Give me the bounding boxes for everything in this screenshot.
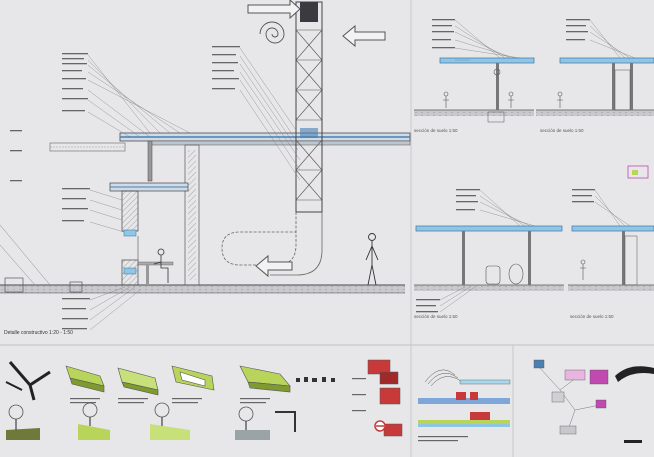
no-entry-icon [374, 420, 386, 432]
arrow-right-icon [247, 0, 301, 20]
arrow-left-icon [342, 24, 386, 48]
section-caption-2: sección de suelo 1:50 [540, 128, 584, 133]
section-drawing-2: sección de suelo 1:50 [536, 19, 654, 179]
human-figure-icon [365, 233, 379, 286]
human-figure-icon [153, 248, 169, 283]
arrow-left-icon [255, 254, 293, 278]
tree-icon [235, 406, 270, 440]
section-drawing-1: sección de suelo 1:50 [414, 19, 535, 133]
section-caption-1: sección de suelo 1:50 [414, 128, 458, 133]
section-caption-4: sección de suelo 1:50 [570, 314, 614, 319]
section-caption-3: sección de suelo 1:50 [414, 314, 458, 319]
section-drawing-4: sección de suelo 1:50 [568, 189, 654, 319]
tree-icon [6, 404, 40, 440]
section-drawing-3: sección de suelo 1:50 [414, 189, 564, 319]
main-drawing-caption: Detalle constructivo 1:20 - 1:50 [4, 330, 73, 336]
tree-icon [78, 402, 110, 440]
spiral-wind-icon [259, 21, 285, 44]
tree-icon [150, 402, 190, 440]
main-section-drawing [0, 0, 411, 331]
concept-diagram-strip [5, 359, 654, 443]
